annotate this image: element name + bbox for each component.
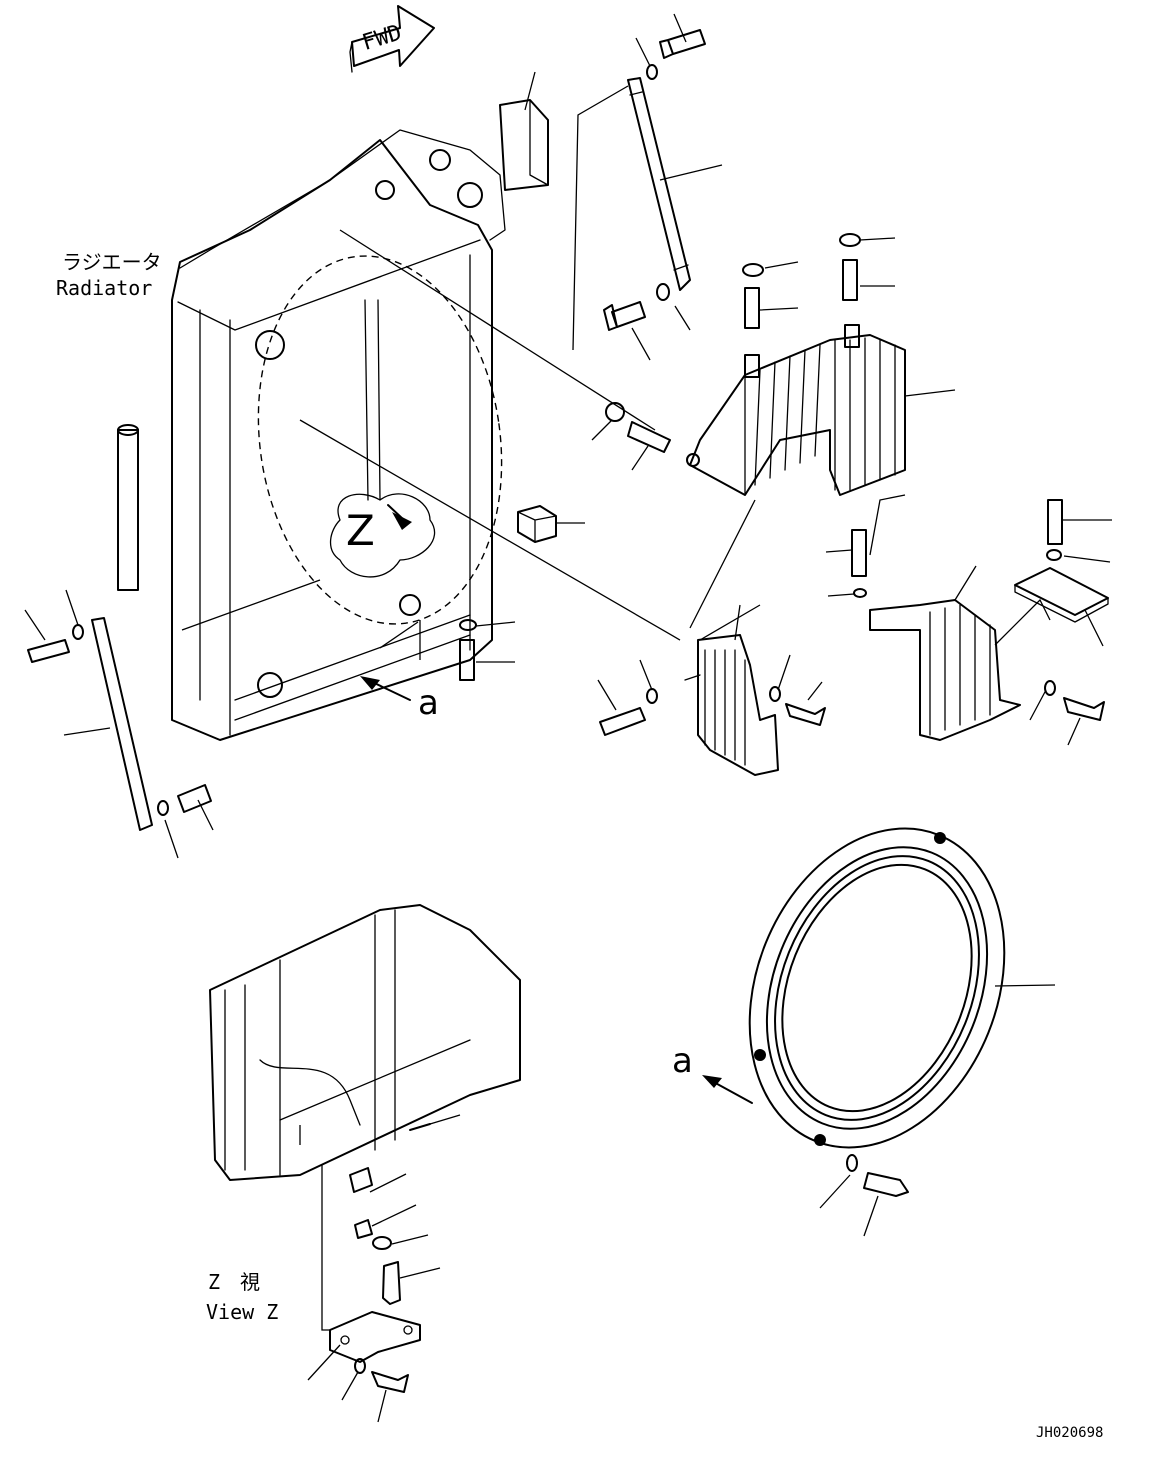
- view-z-label-en: View Z: [206, 1300, 279, 1324]
- upper-stay-rod: [627, 77, 691, 291]
- view-z-callout: [329, 493, 436, 578]
- radiator-label-jp: ラジエータ: [62, 250, 162, 274]
- drawing-number: JH020698: [1036, 1425, 1104, 1441]
- left-stay-rod: [91, 617, 153, 831]
- view-z-bracket: [329, 1167, 421, 1363]
- right-guard: [869, 599, 1021, 741]
- fastener-bolts: [27, 29, 1105, 1393]
- a-marker-ring: a: [672, 1041, 693, 1081]
- fan-ring: [748, 827, 1006, 1149]
- cover-plate: [1014, 567, 1109, 623]
- radiator-label-en: Radiator: [56, 276, 153, 300]
- leader-lines: [24, 13, 1112, 1423]
- oil-cooler: [686, 324, 906, 496]
- rubber-block: [517, 505, 557, 543]
- view-z-label-jp: Z 視: [208, 1270, 261, 1294]
- seal-block: [499, 99, 549, 191]
- fwd-arrow-icon: [349, 5, 435, 73]
- lower-guard: [684, 634, 779, 776]
- radiator-assembly: [117, 129, 506, 741]
- z-marker-label: Z: [346, 506, 375, 555]
- a-marker-top: a: [418, 683, 439, 723]
- view-z-detail: [209, 904, 521, 1181]
